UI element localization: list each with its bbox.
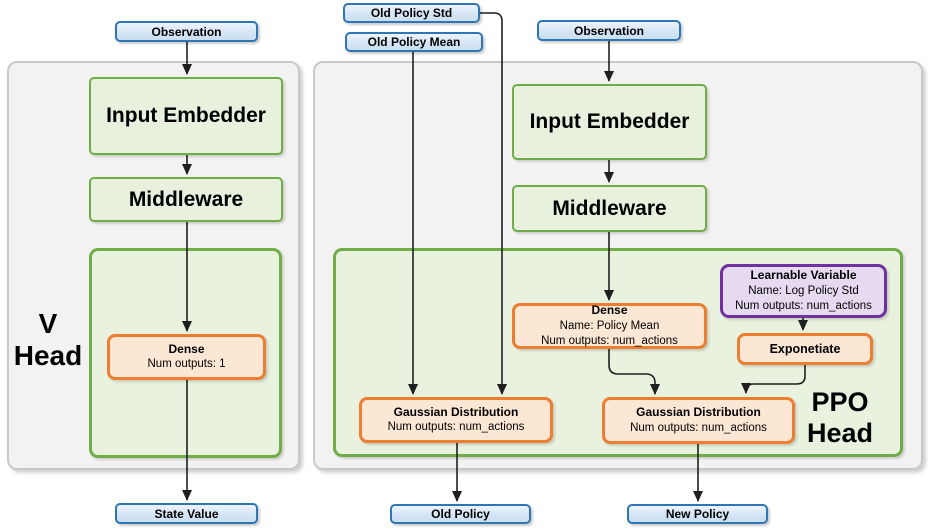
- v-input-embedder-node: Input Embedder: [89, 77, 283, 155]
- ppo-input-embedder-label: Input Embedder: [529, 110, 690, 133]
- state-value-node: State Value: [115, 503, 258, 524]
- v-dense-num-outputs: Num outputs: 1: [147, 358, 226, 371]
- v-head-title-line1: V: [38, 307, 58, 339]
- learnable-variable-num-outputs: Num outputs: num_actions: [735, 299, 872, 312]
- ppo-input-embedder-node: Input Embedder: [512, 84, 707, 160]
- old-policy-node: Old Policy: [390, 504, 531, 524]
- old-policy-std-node: Old Policy Std: [343, 3, 480, 23]
- learnable-variable-name: Name: Log Policy Std: [748, 284, 859, 297]
- ppo-observation-node: Observation: [537, 20, 681, 41]
- v-head-title-line2: Head: [13, 340, 83, 371]
- v-dense-node: Dense Num outputs: 1: [107, 334, 266, 380]
- learnable-variable-title: Learnable Variable: [750, 268, 857, 283]
- v-observation-label: Observation: [151, 24, 222, 39]
- old-policy-mean-label: Old Policy Mean: [367, 35, 461, 49]
- ppo-dense-name: Name: Policy Mean: [559, 319, 660, 332]
- v-head-title: V Head: [8, 300, 88, 380]
- gaussian-new-num-outputs: Num outputs: num_actions: [630, 421, 767, 434]
- new-policy-label: New Policy: [665, 507, 730, 521]
- new-policy-node: New Policy: [627, 504, 768, 524]
- exponetiate-label: Exponetiate: [769, 341, 841, 356]
- old-policy-std-label: Old Policy Std: [370, 6, 453, 20]
- old-policy-mean-node: Old Policy Mean: [345, 32, 483, 52]
- old-policy-label: Old Policy: [431, 507, 490, 521]
- ppo-middleware-label: Middleware: [552, 196, 667, 220]
- ppo-dense-node: Dense Name: Policy Mean Num outputs: num…: [512, 303, 707, 349]
- ppo-head-title-line1: PPO: [811, 386, 869, 417]
- v-middleware-label: Middleware: [128, 187, 244, 211]
- ppo-observation-label: Observation: [573, 23, 645, 38]
- gaussian-new-title: Gaussian Distribution: [636, 405, 761, 419]
- ppo-dense-title: Dense: [591, 302, 628, 317]
- state-value-label: State Value: [154, 506, 219, 521]
- v-input-embedder-label: Input Embedder: [106, 104, 266, 127]
- v-observation-node: Observation: [115, 21, 258, 42]
- ppo-head-title: PPO Head: [794, 385, 886, 451]
- learnable-variable-node: Learnable Variable Name: Log Policy Std …: [720, 264, 887, 318]
- ppo-dense-num-outputs: Num outputs: num_actions: [541, 334, 678, 347]
- gaussian-distribution-new-node: Gaussian Distribution Num outputs: num_a…: [602, 397, 795, 444]
- v-middleware-node: Middleware: [89, 177, 283, 222]
- gaussian-old-num-outputs: Num outputs: num_actions: [387, 421, 525, 434]
- ppo-middleware-node: Middleware: [512, 185, 707, 232]
- v-dense-title: Dense: [168, 341, 205, 356]
- ppo-head-title-line2: Head: [806, 418, 874, 448]
- exponetiate-node: Exponetiate: [737, 333, 873, 365]
- gaussian-distribution-old-node: Gaussian Distribution Num outputs: num_a…: [359, 397, 553, 443]
- gaussian-old-title: Gaussian Distribution: [393, 404, 519, 419]
